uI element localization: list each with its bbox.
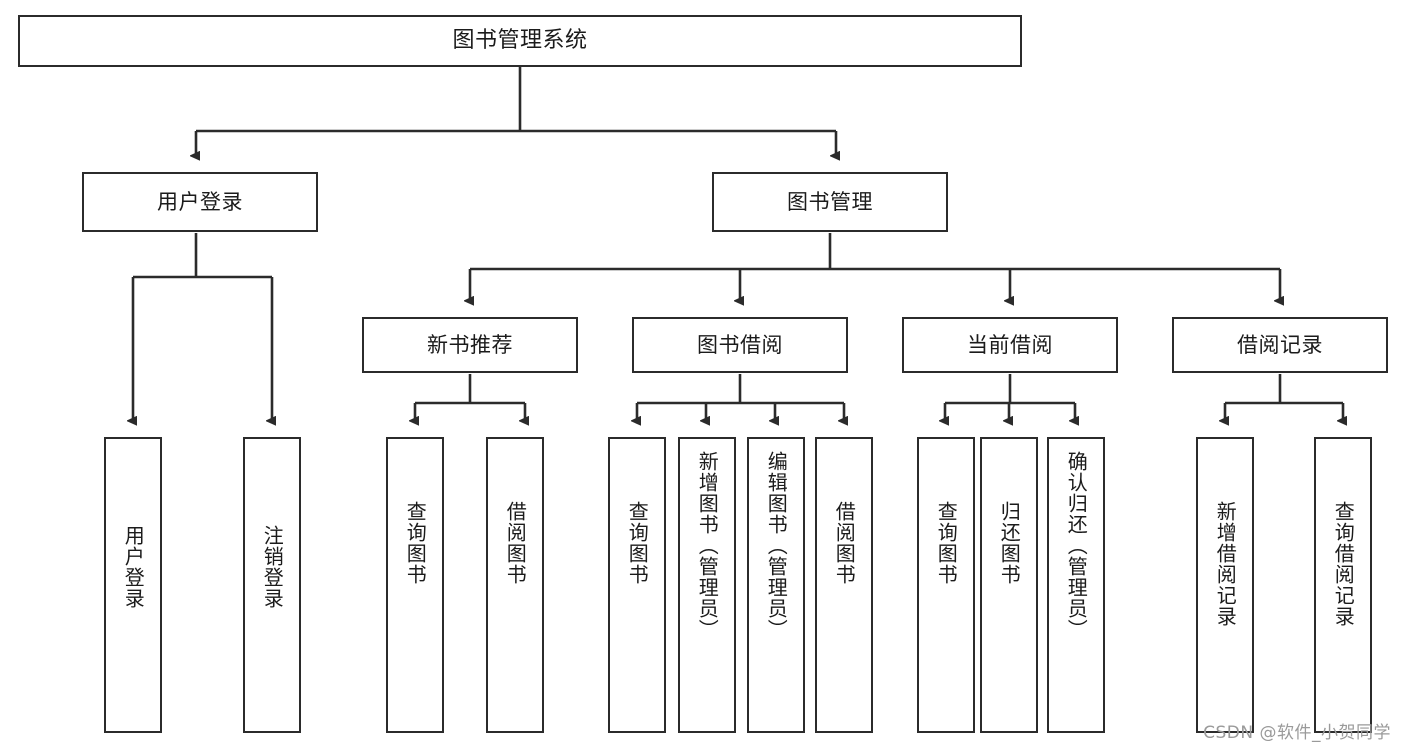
node-label: 新书推荐 [427,332,513,357]
node-label: 用户登录 [121,525,146,609]
node-new-book-recommendation[interactable]: 新书推荐 [362,317,578,373]
node-leaf-add-book-admin[interactable]: 新增图书（管理员） [678,437,736,733]
node-label: 用户登录 [157,189,243,214]
node-label: 新增图书（管理员） [695,451,720,640]
node-label: 借阅图书 [503,501,528,585]
node-label: 当前借阅 [967,332,1053,357]
node-book-management[interactable]: 图书管理 [712,172,948,232]
node-borrowing-records[interactable]: 借阅记录 [1172,317,1388,373]
node-label: 编辑图书（管理员） [764,451,789,640]
node-label: 图书管理系统 [452,28,588,54]
node-leaf-add-borrow-record[interactable]: 新增借阅记录 [1196,437,1254,733]
node-label: 查询借阅记录 [1331,501,1356,627]
node-leaf-query-books-current[interactable]: 查询图书 [917,437,975,733]
node-label: 借阅图书 [832,501,857,585]
node-root-book-management-system[interactable]: 图书管理系统 [18,15,1022,67]
node-leaf-query-borrow-record[interactable]: 查询借阅记录 [1314,437,1372,733]
node-label: 归还图书 [997,501,1022,585]
node-label: 查询图书 [934,501,959,585]
node-leaf-return-books[interactable]: 归还图书 [980,437,1038,733]
node-label: 借阅记录 [1237,332,1323,357]
node-label: 新增借阅记录 [1213,501,1238,627]
node-leaf-confirm-return-admin[interactable]: 确认归还（管理员） [1047,437,1105,733]
node-leaf-query-books-recommend[interactable]: 查询图书 [386,437,444,733]
node-leaf-logout[interactable]: 注销登录 [243,437,301,733]
node-label: 图书管理 [787,189,873,214]
csdn-watermark: CSDN @软件_小贺同学 [1203,723,1391,743]
node-user-login[interactable]: 用户登录 [82,172,318,232]
node-label: 查询图书 [403,501,428,585]
node-label: 查询图书 [625,501,650,585]
node-leaf-user-login[interactable]: 用户登录 [104,437,162,733]
node-leaf-query-books-borrow[interactable]: 查询图书 [608,437,666,733]
node-label: 确认归还（管理员） [1064,451,1089,640]
node-leaf-edit-book-admin[interactable]: 编辑图书（管理员） [747,437,805,733]
node-label: 图书借阅 [697,332,783,357]
node-leaf-borrow-books-recommend[interactable]: 借阅图书 [486,437,544,733]
node-label: 注销登录 [260,525,285,609]
node-book-borrowing[interactable]: 图书借阅 [632,317,848,373]
node-current-borrowing[interactable]: 当前借阅 [902,317,1118,373]
node-leaf-borrow-book[interactable]: 借阅图书 [815,437,873,733]
